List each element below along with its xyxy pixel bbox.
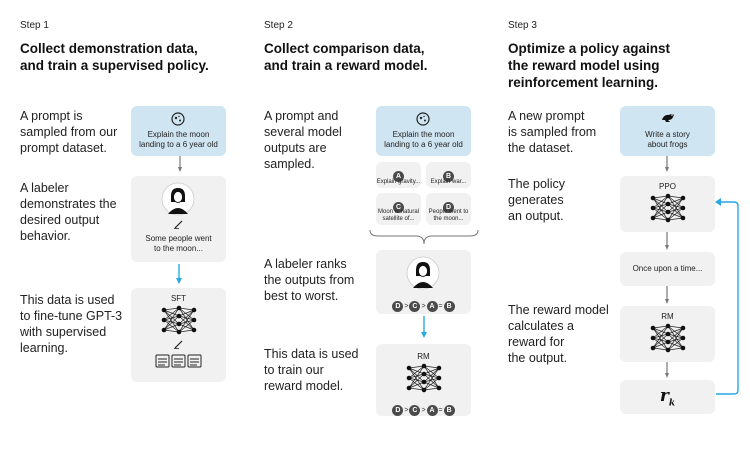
output-b-badge: B [443, 165, 454, 183]
ranking-row: D>C>A=B [376, 399, 471, 417]
output-a-text: Explain gravity... [376, 179, 421, 185]
pencil-icon [174, 220, 183, 229]
documents-icon [155, 354, 202, 368]
feedback-loop-arrow [715, 198, 739, 395]
ppo-label: PPO [659, 182, 676, 191]
arrow-down-icon [665, 232, 669, 250]
neural-network-icon [650, 323, 686, 353]
step3-ppo-box: PPO [620, 176, 715, 232]
bracket-icon [369, 229, 479, 245]
step2-labeler-box: D>C>A=B [376, 250, 471, 314]
output-a-box: A Explain gravity... [376, 162, 421, 188]
output-text: Once upon a time... [632, 264, 703, 273]
output-a-badge: A [393, 165, 404, 183]
frog-icon [662, 114, 674, 122]
arrow-down-icon [665, 156, 669, 172]
arrow-down-icon [178, 156, 182, 172]
labeler-avatar-icon [161, 182, 195, 216]
step3-label: Step 3 [508, 20, 537, 31]
output-d-badge: D [443, 196, 454, 214]
neural-network-icon [650, 193, 686, 223]
arrow-down-blue-icon [421, 316, 427, 338]
planet-icon [416, 112, 430, 126]
step1-label: Step 1 [20, 20, 49, 31]
sft-label: SFT [170, 294, 187, 303]
step1-title: Collect demonstration data, and train a … [20, 41, 209, 73]
reward-value: rk [659, 386, 676, 409]
output-b-box: B Explain war... [426, 162, 471, 188]
step2-rm-box: RM D>C>A=B [376, 344, 471, 416]
rm-label: RM [661, 312, 674, 321]
ranking-row: D>C>A=B [376, 295, 471, 313]
arrow-down-blue-icon [176, 264, 182, 284]
labeler-avatar-icon [406, 256, 440, 290]
output-c-badge: C [393, 196, 404, 214]
step2-label: Step 2 [264, 20, 293, 31]
step3-rm-box: RM [620, 306, 715, 362]
step1-sft-box: SFT [131, 288, 226, 382]
planet-icon [171, 112, 185, 126]
neural-network-icon [406, 363, 442, 393]
neural-network-icon [161, 305, 197, 335]
step3-output-box: Once upon a time... [620, 252, 715, 286]
output-b-text: Explain war... [430, 179, 467, 185]
rm-label: RM [417, 352, 430, 361]
arrow-down-icon [665, 286, 669, 304]
arrow-down-icon [665, 362, 669, 378]
pencil-icon [174, 340, 183, 349]
step3-reward-box: rk [620, 380, 715, 414]
step2-title: Collect comparison data,and train a rewa… [264, 41, 428, 73]
